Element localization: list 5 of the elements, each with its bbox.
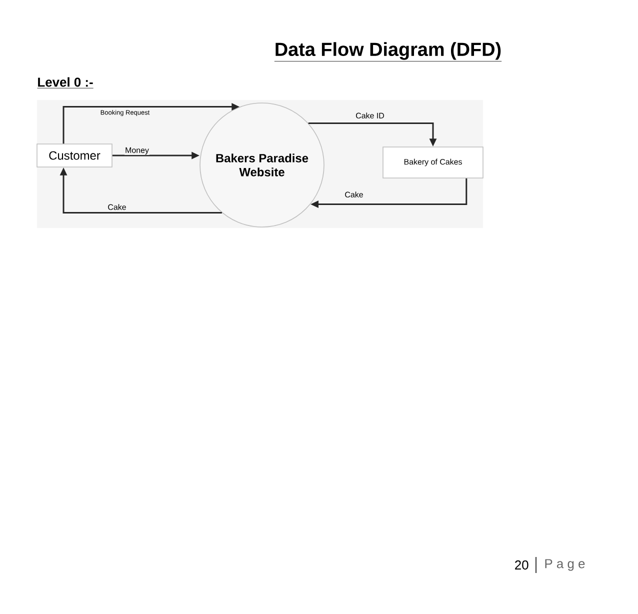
page-label: P a g e	[545, 559, 585, 571]
heading: Level 0 :-	[37, 77, 94, 88]
page-number: 20	[515, 560, 528, 570]
title: Data Flow Diagram (DFD)	[274, 42, 502, 62]
entity-box: Customer	[36, 144, 112, 168]
